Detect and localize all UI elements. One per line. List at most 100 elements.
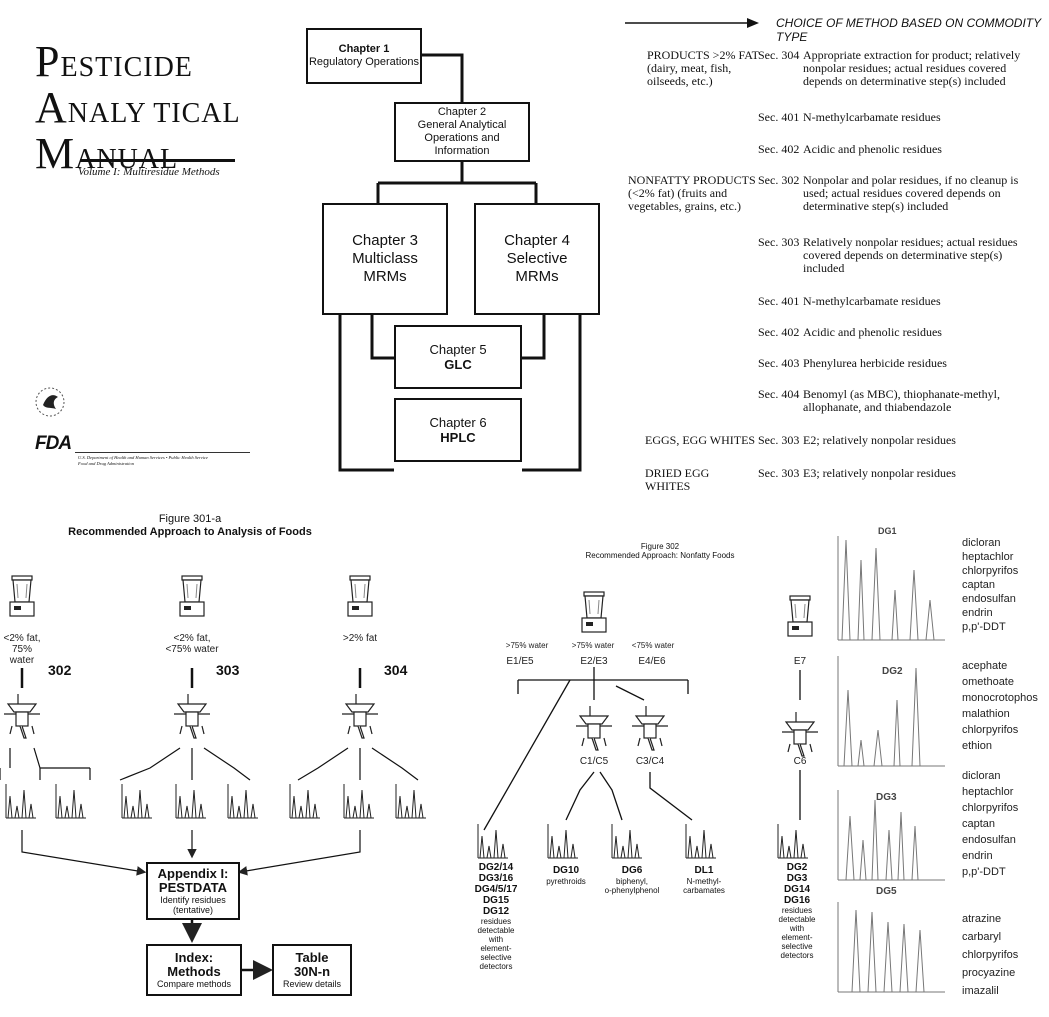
chapter-4-title-1: Selective [506,250,568,267]
compound-name: captan [962,818,996,830]
fig301-col-3-label: >2% fat [325,633,395,644]
chapter-4-box[interactable]: Chapter 4 Selective MRMs [474,203,600,315]
chapter-4-label: Chapter 4 [504,232,570,249]
chapter-6-label: Chapter 6 [429,415,487,430]
chrom-label-dg5: DG5 [876,886,897,897]
fig301-col-2-label: <2% fat, <75% water [152,633,232,655]
method-section: Sec. 404 [758,387,800,401]
fig302-title-2: Recommended Approach: Nonfatty Foods [585,551,735,560]
chrom-label-dg3: DG3 [876,792,897,803]
water-label-2: >75% water [571,641,615,650]
method-section: Sec. 302 [758,173,800,187]
method-table-header: CHOICE OF METHOD BASED ON COMMODITY TYPE [776,16,1041,44]
compound-name: endosulfan [962,834,1016,846]
chapter-2-label: Chapter 2 [437,106,487,118]
category-eggs: EGGS, EGG WHITES [645,433,756,447]
compounds-dg5: atrazine carbaryl chlorpyrifos procyazin… [962,910,1018,1000]
dg-line: DG12 [482,906,510,917]
dg-line: DG2/14 [478,862,514,873]
appendix-label: Appendix I: [157,866,229,881]
chapter-1-box[interactable]: Chapter 1 Regulatory Operations [306,28,422,84]
cleanup-c6: C6 [793,756,807,767]
chapter-2-title-1: General Analytical [417,119,507,131]
method-description: Nonpolar and polar residues, if no clean… [803,173,1019,213]
index-note: Compare methods [156,979,232,989]
extract-e1-e5: E1/E5 [506,656,534,667]
method-section: Sec. 304 [758,48,800,62]
index-label: Index: [174,950,214,965]
chapter-6-box[interactable]: Chapter 6 HPLC [394,398,522,462]
water-label-3: <75% water [631,641,675,650]
dg-line: DG3/16 [478,873,514,884]
fig301-title: Figure 301-a Recommended Approach to Ana… [40,513,340,539]
dg-note: with [789,924,805,933]
table-label: Table [295,950,329,965]
table-header-arrow [625,16,760,30]
fig301-col-2-line2: <75% water [165,644,219,655]
compound-name: monocrotophos [962,692,1038,704]
compound-name: imazalil [962,985,999,997]
method-description: N-methylcarbamate residues [803,294,941,308]
hhs-eagle-icon [33,385,67,419]
chapter-2-title-2: Operations and Information [424,132,500,157]
chapter-3-box[interactable]: Chapter 3 Multiclass MRMs [322,203,448,315]
fig301-title-1: Figure 301-a [158,513,222,525]
category-dried-eggs: DRIED EGG WHITES [645,466,710,493]
dg-note: N-methyl- [686,877,722,886]
dg-note: detectable [778,915,816,924]
title-line-2: ANALY TICAL [35,83,241,132]
hhs-text: U.S. Department of Health and Human Serv… [78,455,209,460]
table-30n-box[interactable]: Table 30N-n Review details [272,944,352,996]
dg-note: detectable [477,926,515,935]
dg-line: DG6 [621,865,643,876]
dg-note: pyrethroids [546,877,586,886]
cleanup-c3-c4: C3/C4 [635,756,665,767]
dg-note: selective [480,953,512,962]
dg-line: DG3 [786,873,808,884]
method-section: Sec. 303 [758,466,800,480]
method-description: Phenylurea herbicide residues [803,356,947,370]
compounds-dg1: dicloran heptachlor chlorpyrifos captan … [962,536,1018,634]
method-section: Sec. 401 [758,110,800,124]
dg-note: carbamates [683,886,725,895]
chapter-3-title-1: Multiclass [352,250,418,267]
appendix-pestdata-box[interactable]: Appendix I: PESTDATA Identify residues (… [146,862,240,920]
chapter-5-box[interactable]: Chapter 5 GLC [394,325,522,389]
method-description: Benomyl (as MBC), thiophanate-methyl, al… [803,387,1000,414]
extract-e7: E7 [793,656,807,667]
cleanup-c1-c5: C1/C5 [579,756,609,767]
method-section: Sec. 303 [758,433,800,447]
method-section: Sec. 402 [758,142,800,156]
compound-name: carbaryl [962,931,1002,943]
chapter-5-label: Chapter 5 [429,342,487,357]
method-description: Acidic and phenolic residues [803,325,942,339]
compound-name: chlorpyrifos [962,802,1019,814]
dg-note: with [488,935,504,944]
title-underline [80,159,235,162]
fig301-col-2-line1: <2% fat, [173,633,211,644]
compounds-dg3: dicloran heptachlor chlorpyrifos captan … [962,768,1018,880]
dg-line: DG4/5/17 [474,884,518,895]
table-title: 30N-n [293,964,331,979]
compound-name: endrin [962,607,993,619]
chapter-2-box[interactable]: Chapter 2 General Analytical Operations … [394,102,530,162]
fig301-col-1-line1: <2% fat, [3,633,41,644]
fda-text: Food and Drug Administration [78,461,135,466]
extract-e2-e3: E2/E3 [580,656,608,667]
compound-name: malathion [962,708,1010,720]
compound-name: endosulfan [962,593,1016,605]
dg-note: element- [480,944,512,953]
dg-note: biphenyl, [615,877,649,886]
method-section: Sec. 403 [758,356,800,370]
fig301-col-3-line1: >2% fat [342,633,378,644]
dg-note: detectors [780,951,814,960]
compounds-dg2: acephate omethoate monocrotophos malathi… [962,658,1038,754]
appendix-title: PESTDATA [158,880,228,895]
compound-name: dicloran [962,770,1001,782]
table-note: Review details [282,979,342,989]
index-methods-box[interactable]: Index: Methods Compare methods [146,944,242,996]
chapter-1-label: Chapter 1 [338,43,390,55]
dg-line: DG2 [786,862,808,873]
dg-note: o-phenylphenol [604,886,660,895]
appendix-note-2: (tentative) [172,905,214,915]
